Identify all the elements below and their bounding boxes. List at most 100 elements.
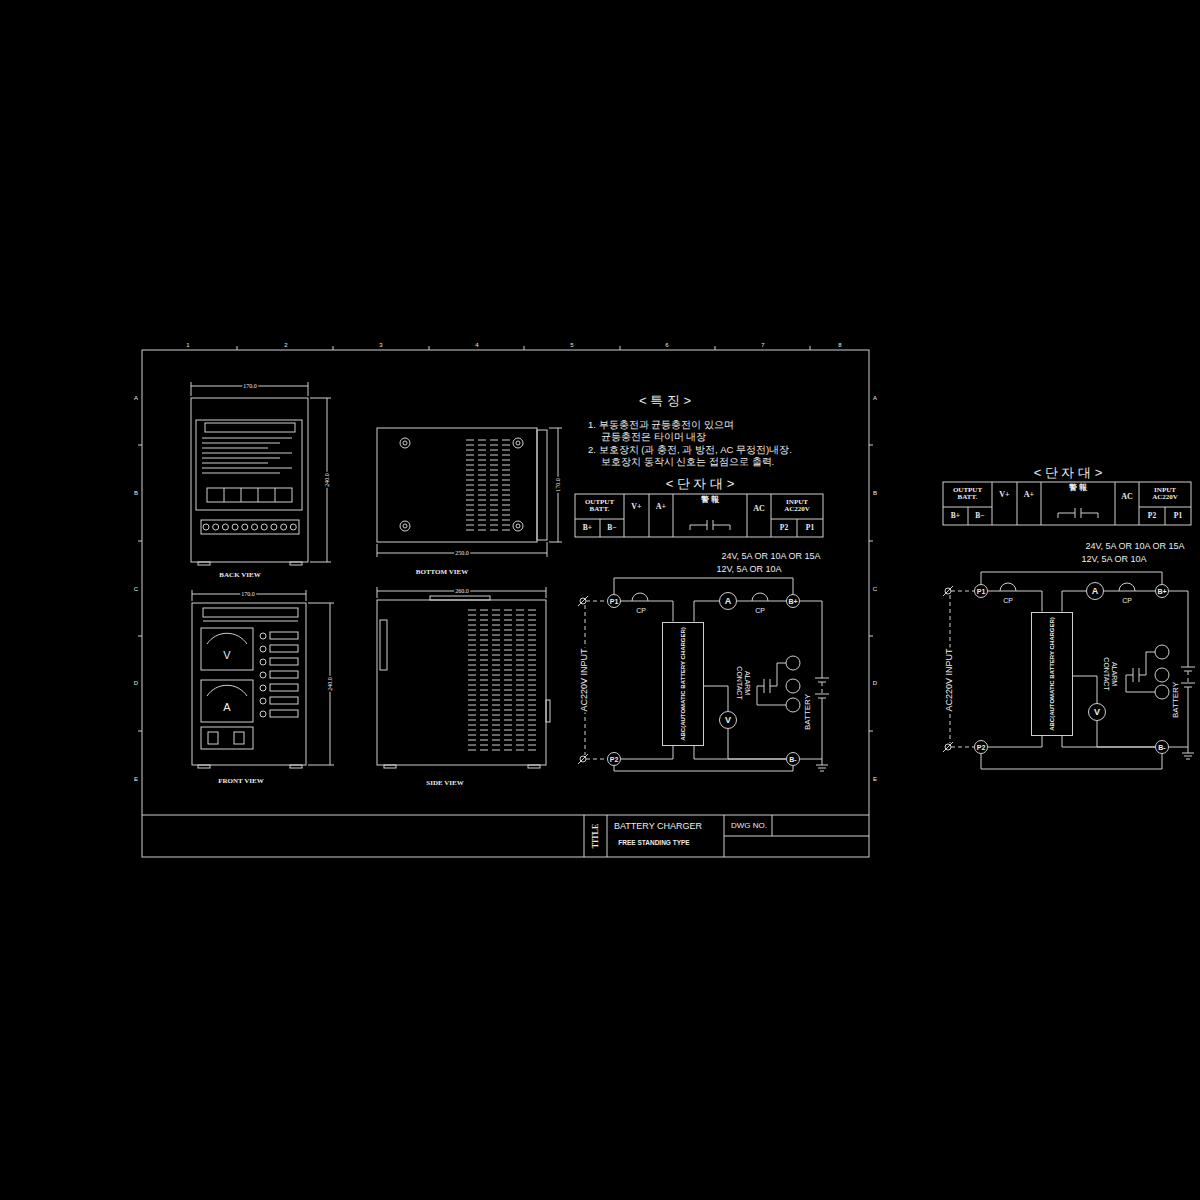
node-text: B- [1158, 744, 1165, 751]
vent-slot [528, 660, 536, 661]
table-line [649, 494, 650, 537]
grid-tick [869, 541, 873, 542]
vent-slot [528, 645, 536, 646]
vent-slot [528, 650, 536, 651]
node-text: A [1092, 587, 1099, 596]
alarm-terminal [786, 698, 800, 712]
vent-slot [468, 740, 476, 741]
vent-slot [466, 465, 474, 466]
drawing-label: CP [1002, 597, 1014, 605]
battery-plate [1181, 667, 1195, 668]
table-line [600, 519, 601, 537]
charger-box: ABC(AUTOMATIC BATTERY CHARGER) [662, 622, 704, 746]
vent-slot [466, 510, 474, 511]
vent-slot [504, 680, 512, 681]
nameplate-text-line [202, 463, 268, 464]
wire-connector [694, 746, 786, 760]
drawing-label: 1. 부동충전과 균등충전이 있으며 [587, 420, 735, 430]
vent-slot [492, 715, 500, 716]
alarm-terminal [786, 679, 800, 693]
drawing-label: B− [606, 524, 617, 532]
battery-wire [1169, 591, 1188, 592]
drawing-label: C [872, 586, 878, 593]
wire-connector [988, 591, 1042, 612]
vent-slot [504, 730, 512, 731]
node-text: B+ [788, 598, 797, 605]
vent-slot [516, 630, 524, 631]
battery-wire [822, 601, 823, 678]
grid-tick [429, 346, 430, 350]
vent-slot [502, 470, 510, 471]
alarm-terminal [786, 656, 800, 670]
contact-wire [757, 705, 786, 706]
vent-slot [492, 700, 500, 701]
vent-slot [492, 615, 500, 616]
vent-slot [504, 710, 512, 711]
grid-tick [869, 636, 873, 637]
vent-slot [480, 670, 488, 671]
battery-wire [1188, 591, 1189, 667]
contact-wire [770, 686, 777, 687]
vent-slot [528, 615, 536, 616]
switch [208, 732, 218, 744]
table-line [968, 507, 969, 525]
nameplate-text-line [202, 448, 268, 449]
drawing-label: < 단 자 대 > [665, 477, 736, 491]
foot [290, 562, 302, 565]
terminal-screw [222, 524, 228, 530]
vent-slot [516, 690, 524, 691]
table-line [624, 494, 625, 537]
battery-plate [1181, 683, 1195, 684]
drawing-label: ALARM CONTACT [735, 662, 750, 704]
contact-wire [777, 663, 778, 686]
vent-slot [480, 715, 488, 716]
vent-slot [516, 725, 524, 726]
terminal-circle: V [719, 711, 737, 729]
vent-slot [490, 520, 498, 521]
vent-slot [468, 640, 476, 641]
vent-slot [480, 640, 488, 641]
ground-symbol [1182, 753, 1194, 754]
vent-slot [478, 470, 486, 471]
ammeter [201, 680, 253, 722]
ground-symbol [820, 771, 824, 772]
vent-slot [516, 705, 524, 706]
contact-symbol [1058, 513, 1075, 514]
indicator-lamp [260, 685, 266, 691]
enclosure-line [793, 766, 794, 771]
ground-symbol [1184, 756, 1192, 757]
vent-slot [480, 725, 488, 726]
terminal-screw [242, 524, 248, 530]
vent-slot [528, 750, 536, 751]
vent-slot [492, 680, 500, 681]
input-wire [586, 601, 607, 602]
vent-slot [502, 520, 510, 521]
grid-tick [138, 445, 142, 446]
vent-slot [468, 690, 476, 691]
drawing-label: D [133, 680, 139, 687]
vent-slot [504, 660, 512, 661]
vent-slot [504, 690, 512, 691]
back-view-housing [191, 398, 308, 562]
vent-slot [502, 500, 510, 501]
vent-slot [466, 470, 474, 471]
contact-symbol [690, 525, 707, 526]
grid-tick [138, 636, 142, 637]
vent-slot [478, 480, 486, 481]
drawing-label: CP [1121, 597, 1133, 605]
foot [384, 765, 396, 768]
vent-slot [478, 495, 486, 496]
circuit-protector [1119, 583, 1135, 591]
vent-slot [478, 500, 486, 501]
indicator-plate [270, 645, 298, 652]
drawing-label: A+ [655, 502, 667, 511]
drawing-label: 250.0 [454, 550, 470, 557]
drawing-label: A [872, 395, 878, 402]
vent-slot [468, 655, 476, 656]
title-block-line [142, 815, 869, 816]
vent-slot [468, 665, 476, 666]
title-block-line [772, 815, 773, 836]
grid-tick [869, 731, 873, 732]
nameplate-table [258, 488, 259, 502]
dimension-line [310, 398, 331, 399]
